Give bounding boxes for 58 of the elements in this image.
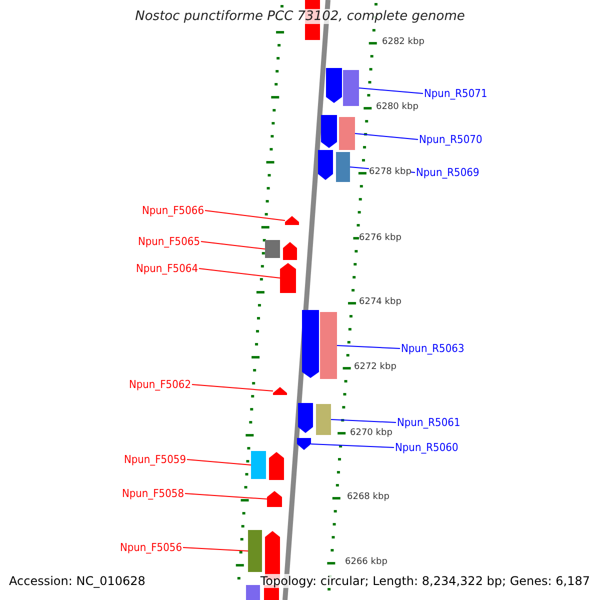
scale-label: 6268 kbp	[347, 492, 390, 503]
leader-line	[200, 241, 266, 250]
gene-label: Npun_R5060	[395, 441, 458, 454]
gene-label: Npun_R5071	[424, 87, 488, 100]
gene-bar	[339, 117, 355, 150]
gene-block	[283, 242, 297, 260]
gene-block	[285, 216, 299, 225]
info-text: Topology: circular; Length: 8,234,322 bp; Genes: 6,187	[260, 574, 590, 588]
gene-bar	[343, 70, 359, 106]
gene-block	[326, 68, 342, 103]
title: Nostoc punctiforme PCC 73102, complete genome	[135, 9, 465, 24]
leader-line	[182, 547, 248, 552]
gene-label: Npun_F5059	[124, 453, 186, 466]
gene-bar	[265, 240, 280, 258]
gene-block	[298, 403, 313, 433]
leader-line	[198, 268, 280, 278]
scale-label: 6266 kbp	[345, 557, 388, 568]
gene-bar	[320, 312, 337, 379]
scale-label: 6280 kbp	[376, 102, 418, 113]
gene-block	[280, 263, 296, 293]
gene-label: Npun_R5070	[419, 133, 482, 146]
leader-line	[330, 419, 396, 423]
scale-label: 6270 kbp	[350, 428, 392, 439]
scale-label: 6276 kbp	[359, 233, 402, 244]
gene-bar	[248, 530, 262, 572]
leader-line	[184, 493, 268, 500]
gene-label: Npun_F5058	[122, 487, 184, 500]
gene-bar	[251, 451, 266, 479]
gene-label: Npun_R5069	[416, 166, 480, 179]
gene-label: Npun_F5065	[138, 235, 200, 248]
gene-label: Npun_F5064	[136, 262, 198, 275]
gene-bar	[316, 404, 331, 435]
gene-block	[318, 150, 333, 180]
leader-line	[310, 444, 394, 448]
scale-label: 6274 kbp	[359, 297, 402, 308]
gene-bar	[336, 152, 350, 182]
gene-block	[269, 452, 284, 480]
leader-line	[354, 133, 418, 140]
gene-block	[267, 491, 282, 507]
leader-line	[204, 210, 286, 221]
gene-block	[297, 438, 311, 450]
gene-block	[302, 310, 319, 378]
leader-line	[358, 88, 424, 94]
leader-line	[186, 459, 252, 466]
gene-block	[321, 115, 337, 148]
scale-label: 6278 kbp	[369, 167, 412, 178]
leader-line	[336, 345, 400, 349]
scale-label: 6272 kbp	[354, 362, 396, 373]
gene-bar	[246, 585, 260, 600]
gene-label: Npun_F5056	[120, 541, 182, 554]
gene-block	[273, 387, 287, 395]
leader-line	[192, 384, 274, 392]
gene-label: Npun_R5061	[397, 416, 460, 429]
gene-label: Npun_F5062	[128, 378, 191, 391]
info-text: Accession: NC_010628	[9, 574, 146, 588]
gene-label: Npun_R5063	[401, 342, 464, 355]
scale-label: 6282 kbp	[382, 37, 424, 48]
gene-label: Npun_F5066	[142, 204, 204, 217]
